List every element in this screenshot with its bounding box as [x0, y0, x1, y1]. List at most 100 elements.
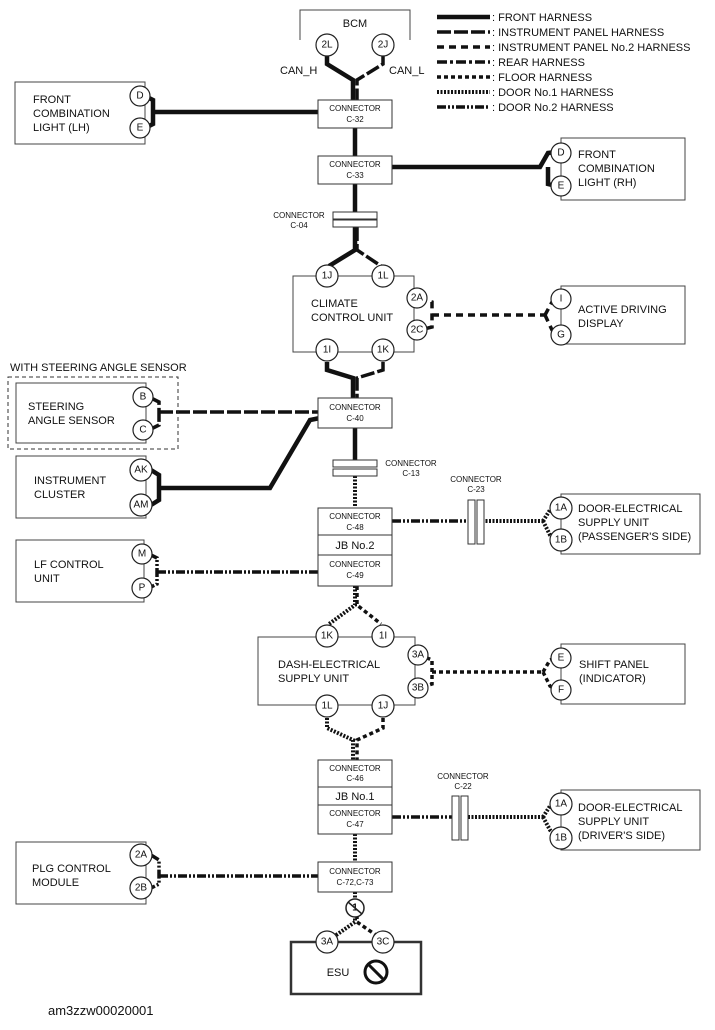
dash-pin-1l-label: 1L: [321, 701, 333, 712]
door-driver-label-2: SUPPLY UNIT: [578, 816, 649, 828]
esu-pin-3c-label: 3C: [377, 937, 390, 948]
esu-label: ESU: [327, 967, 350, 979]
wire-front-lh: [143, 93, 320, 131]
climate-label-1: CLIMATE: [311, 298, 358, 310]
front-lh-label-2: COMBINATION: [33, 108, 110, 120]
climate-pin-2c-label: 2C: [411, 325, 424, 336]
jb2-label: JB No.2: [335, 540, 374, 552]
wire-climate-1i: [324, 362, 356, 398]
c04-id: C-04: [290, 221, 308, 230]
door-driver-pin-1b-label: 1B: [555, 833, 568, 844]
jb-no2: CONNECTOR C-48 JB No.2 CONNECTOR C-49: [317, 507, 393, 587]
c47-id: C-47: [346, 820, 364, 829]
dash-pin-1i: [371, 624, 395, 648]
lf-control-pin-p-label: P: [139, 583, 146, 594]
esu-pin-3c: [371, 930, 395, 954]
front-rh-pin-e: [550, 175, 572, 197]
front-rh-label-1: FRONT: [578, 149, 616, 161]
dash-pin-1j: [371, 694, 395, 718]
wire-climate-1k: [355, 362, 385, 398]
steering-group-frame: [7, 376, 179, 450]
wire-term-esu-3a: [327, 915, 357, 942]
dash-pin-1k: [315, 624, 339, 648]
connector-c13: CONNECTOR C-13: [332, 459, 437, 478]
steering-label-2: ANGLE SENSOR: [28, 415, 115, 427]
wire-bcm-canl: [355, 52, 385, 100]
c33-id: C-33: [346, 171, 364, 180]
shift-panel-pin-f-label: F: [558, 685, 564, 696]
plg-pin-2b: [129, 876, 153, 900]
lf-control-unit: LF CONTROL UNIT M P: [15, 539, 153, 603]
front-lh-box: [14, 81, 146, 145]
wire-front-rh: [392, 149, 557, 189]
legend-label-ip: : INSTRUMENT PANEL HARNESS: [492, 27, 664, 39]
c48-label: CONNECTOR: [329, 512, 381, 521]
steering-pin-b-label: B: [140, 392, 147, 403]
front-rh-pin-e-label: E: [558, 181, 565, 192]
front-lh-pin-d: [129, 85, 151, 107]
door-driver-pin-1a-label: 1A: [555, 799, 568, 810]
door-pass-pin-1a: [549, 496, 573, 520]
connector-c72-c73: CONNECTOR C-72,C-73: [317, 861, 393, 893]
climate-pin-1i: [315, 338, 339, 362]
c40-label: CONNECTOR: [329, 403, 381, 412]
c47-label: CONNECTOR: [329, 809, 381, 818]
c46-label: CONNECTOR: [329, 764, 381, 773]
bcm-pin-2l: [315, 33, 339, 57]
steering-group-label: WITH STEERING ANGLE SENSOR: [10, 362, 187, 374]
shift-panel-label-2: (INDICATOR): [579, 673, 646, 685]
lf-control-pin-p: [131, 577, 153, 599]
wire-c49-dash-1i: [355, 586, 383, 626]
legend-label-door1: : DOOR No.1 HARNESS: [492, 87, 614, 99]
door-pass-pin-1b-label: 1B: [555, 535, 568, 546]
esu: ESU 3A 3C: [289, 930, 423, 996]
lf-control-pin-m-label: M: [138, 549, 146, 560]
wire-active-display: [419, 296, 545, 332]
wire-c04-climate-1j: [327, 227, 358, 268]
door-driver-label-1: DOOR-ELECTRICAL: [578, 802, 683, 814]
bcm: BCM 2L 2J CAN_H CAN_L: [280, 9, 424, 77]
wire-door-driver-pins: [541, 802, 558, 838]
plg-pin-2b-label: 2B: [135, 883, 148, 894]
steering-label-1: STEERING: [28, 401, 84, 413]
door-driver-pin-1a: [549, 792, 573, 816]
steering-pin-b: [132, 386, 154, 408]
cluster-pin-am-label: AM: [134, 500, 149, 511]
bcm-pin-2j: [371, 33, 395, 57]
legend: : FRONT HARNESS : INSTRUMENT PANEL HARNE…: [437, 12, 690, 114]
c13-id: C-13: [402, 469, 420, 478]
wire-lf-control: [148, 552, 320, 590]
front-combination-light-rh: FRONT COMBINATION LIGHT (RH) D E: [550, 137, 686, 201]
active-display-pin-g-label: G: [557, 330, 565, 341]
dash-pin-3b: [407, 677, 429, 699]
can-l-label: CAN_L: [389, 65, 424, 77]
plg-pin-2a-label: 2A: [135, 850, 148, 861]
plg-label-2: MODULE: [32, 877, 79, 889]
prohibited-icon: [363, 959, 389, 985]
connector-c22: CONNECTOR C-22: [437, 772, 489, 841]
c32-id: C-32: [346, 115, 364, 124]
dash-pin-3a: [407, 644, 429, 666]
c72-label: CONNECTOR: [329, 867, 381, 876]
front-rh-pin-d-label: D: [557, 148, 564, 159]
shift-panel-pin-f: [550, 679, 572, 701]
front-lh-label-3: LIGHT (LH): [33, 122, 90, 134]
climate-pin-1l: [371, 264, 395, 288]
front-lh-label-1: FRONT: [33, 94, 71, 106]
door-pass-label-2: SUPPLY UNIT: [578, 517, 649, 529]
door-driver-label-3: (DRIVER'S SIDE): [578, 830, 665, 842]
door-pass-pin-1b: [549, 528, 573, 552]
door-pass-label-3: (PASSENGER'S SIDE): [578, 531, 691, 543]
legend-label-door2: : DOOR No.2 HARNESS: [492, 102, 614, 114]
c49-id: C-49: [346, 571, 364, 580]
connector-c33: CONNECTOR C-33: [317, 155, 393, 185]
active-display-box: [560, 285, 686, 345]
climate-label-2: CONTROL UNIT: [311, 312, 393, 324]
c48-id: C-48: [346, 523, 364, 532]
dash-electrical-supply-unit: DASH-ELECTRICAL SUPPLY UNIT 1K 1I 3A 3B …: [257, 624, 429, 718]
cluster-label-1: INSTRUMENT: [34, 475, 106, 487]
plg-box: [15, 841, 147, 905]
shift-panel: SHIFT PANEL (INDICATOR) E F: [550, 643, 686, 705]
c49-label: CONNECTOR: [329, 560, 381, 569]
climate-pin-2c: [406, 319, 428, 341]
